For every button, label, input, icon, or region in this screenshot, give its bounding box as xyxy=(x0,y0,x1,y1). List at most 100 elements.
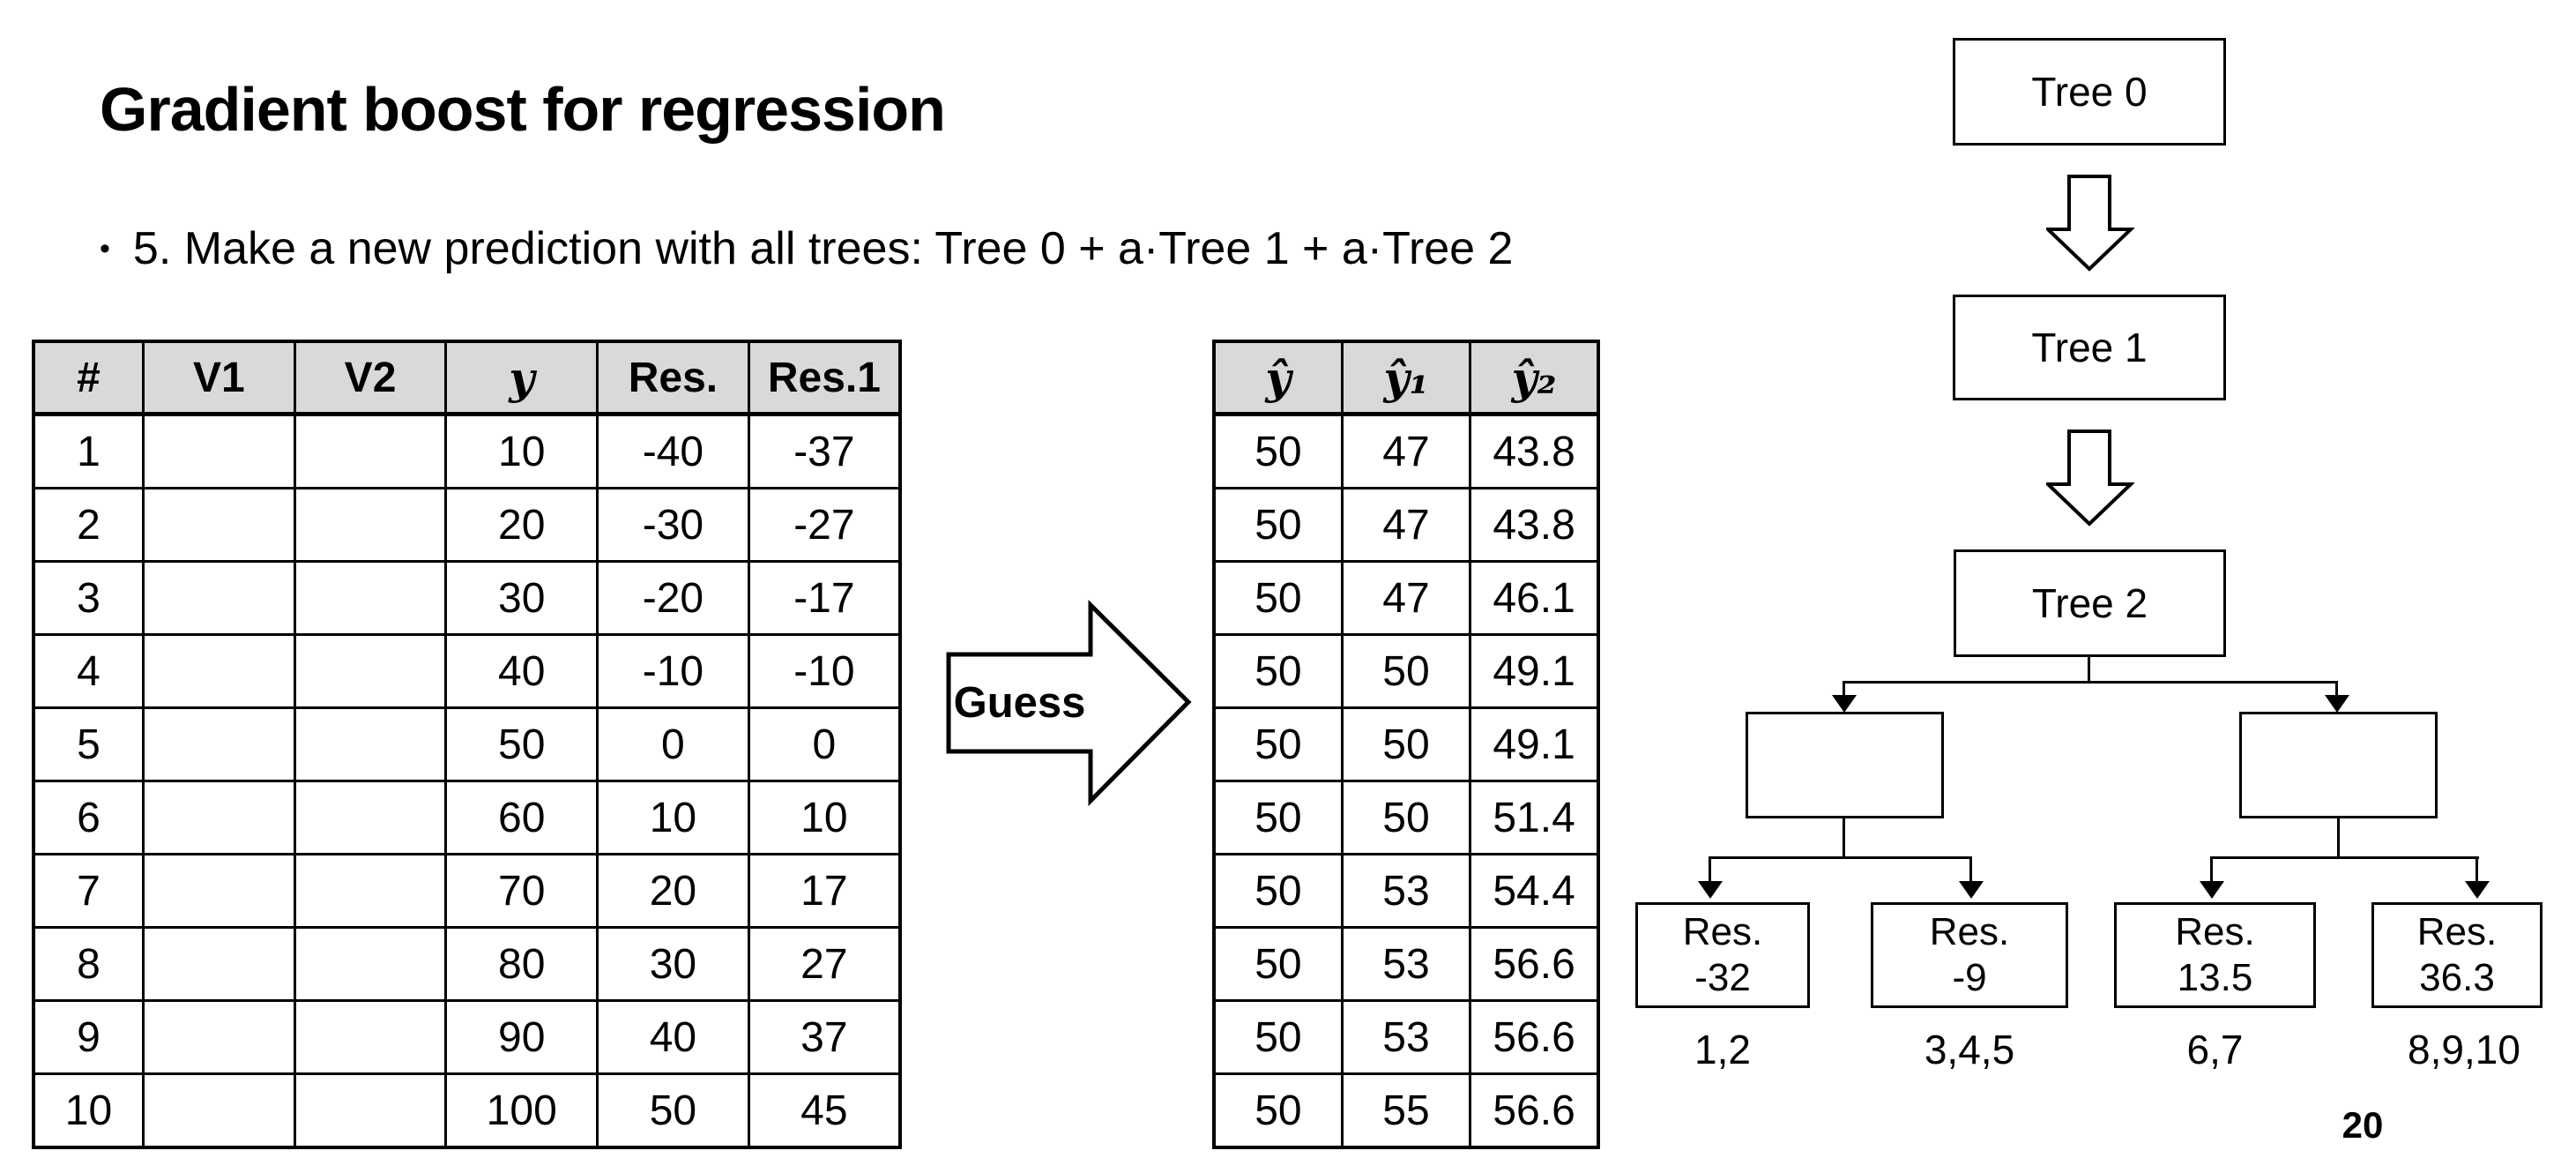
table-cell: -40 xyxy=(596,413,750,489)
column-header: ŷ₂ xyxy=(1469,340,1600,416)
table-cell: 50 xyxy=(1212,487,1344,563)
table-cell: 17 xyxy=(747,853,902,929)
table-cell: 56.6 xyxy=(1469,999,1600,1075)
table-cell: 53 xyxy=(1340,999,1472,1075)
table-cell: 0 xyxy=(596,706,750,782)
page-number: 20 xyxy=(2341,1104,2384,1146)
connector-line xyxy=(2210,856,2213,883)
table-cell: 50 xyxy=(1212,999,1344,1075)
connector-line xyxy=(1709,856,1711,883)
arrowhead-down-icon xyxy=(1959,881,1984,899)
leaf-label: Res. xyxy=(1929,910,2010,954)
table-cell: 50 xyxy=(1340,780,1472,855)
table-cell: 50 xyxy=(1212,560,1344,636)
leaf-node: Res. -9 xyxy=(1871,902,2068,1008)
table-cell: 90 xyxy=(444,999,599,1075)
guess-arrow-icon xyxy=(946,600,1192,807)
table-cell xyxy=(142,560,296,636)
table-cell: 50 xyxy=(1212,706,1344,782)
table-cell: 10 xyxy=(596,780,750,855)
leaf-node: Res. 13.5 xyxy=(2114,902,2316,1008)
table-cell: 47 xyxy=(1340,413,1472,489)
connector-line xyxy=(2335,681,2338,697)
leaf-label: Res. xyxy=(2175,910,2255,954)
table-cell: 8 xyxy=(32,926,145,1002)
table-cell: 2 xyxy=(32,487,145,563)
table-cell: 55 xyxy=(1340,1072,1472,1149)
arrowhead-down-icon xyxy=(1698,881,1723,899)
table-cell: 30 xyxy=(596,926,750,1002)
column-header: Res.1 xyxy=(747,340,902,416)
table-cell: 70 xyxy=(444,853,599,929)
arrowhead-down-icon xyxy=(2325,695,2349,713)
table-cell: 50 xyxy=(1212,633,1344,709)
table-cell: 56.6 xyxy=(1469,926,1600,1002)
table-cell xyxy=(293,853,448,929)
table-cell: -37 xyxy=(747,413,902,489)
leaf-value: 13.5 xyxy=(2177,956,2253,999)
table-cell: 10 xyxy=(747,780,902,855)
table-cell: 5 xyxy=(32,706,145,782)
column-header: V1 xyxy=(142,340,296,416)
down-block-arrow-icon xyxy=(2046,175,2134,272)
table-cell xyxy=(293,926,448,1002)
arrowhead-down-icon xyxy=(2200,881,2224,899)
table-cell xyxy=(293,487,448,563)
table-cell: 9 xyxy=(32,999,145,1075)
table-cell: 40 xyxy=(444,633,599,709)
table-cell: 100 xyxy=(444,1072,599,1149)
bullet-text: 5. Make a new prediction with all trees:… xyxy=(132,223,1514,274)
table-cell xyxy=(142,413,296,489)
table-cell: 54.4 xyxy=(1469,853,1600,929)
table-cell: 40 xyxy=(596,999,750,1075)
table-cell: 1 xyxy=(32,413,145,489)
down-block-arrow-icon xyxy=(2046,430,2134,527)
table-cell: 0 xyxy=(747,706,902,782)
connector-line xyxy=(1843,818,1845,859)
arrowhead-down-icon xyxy=(1832,695,1857,713)
table-cell: 50 xyxy=(1212,926,1344,1002)
table-cell: 80 xyxy=(444,926,599,1002)
table-cell: 20 xyxy=(596,853,750,929)
table-cell: 50 xyxy=(1340,633,1472,709)
bullet-marker: • xyxy=(100,231,110,265)
column-header: Res. xyxy=(596,340,750,416)
table-cell: 10 xyxy=(32,1072,145,1149)
table-cell xyxy=(142,487,296,563)
table-cell xyxy=(293,633,448,709)
leaf-group-label: 1,2 xyxy=(1694,1027,1751,1072)
table-cell xyxy=(142,780,296,855)
table-cell: 50 xyxy=(1212,780,1344,855)
arrowhead-down-icon xyxy=(2465,881,2490,899)
connector-line xyxy=(1969,856,1972,883)
tree-node-tree2: Tree 2 xyxy=(1954,549,2226,657)
table-cell xyxy=(142,1072,296,1149)
table-cell: 49.1 xyxy=(1469,633,1600,709)
table-cell xyxy=(293,999,448,1075)
column-header: ŷ₁ xyxy=(1340,340,1472,416)
table-cell: 50 xyxy=(596,1072,750,1149)
table-cell: 50 xyxy=(1340,706,1472,782)
table-cell: 51.4 xyxy=(1469,780,1600,855)
split-node-left xyxy=(1746,712,1944,818)
leaf-label: Res. xyxy=(1682,910,1763,954)
table-cell: 49.1 xyxy=(1469,706,1600,782)
table-cell: 47 xyxy=(1340,560,1472,636)
connector-line xyxy=(1709,856,1972,859)
tree-node-tree0: Tree 0 xyxy=(1953,38,2226,146)
table-cell: 37 xyxy=(747,999,902,1075)
table-cell: 50 xyxy=(1212,413,1344,489)
